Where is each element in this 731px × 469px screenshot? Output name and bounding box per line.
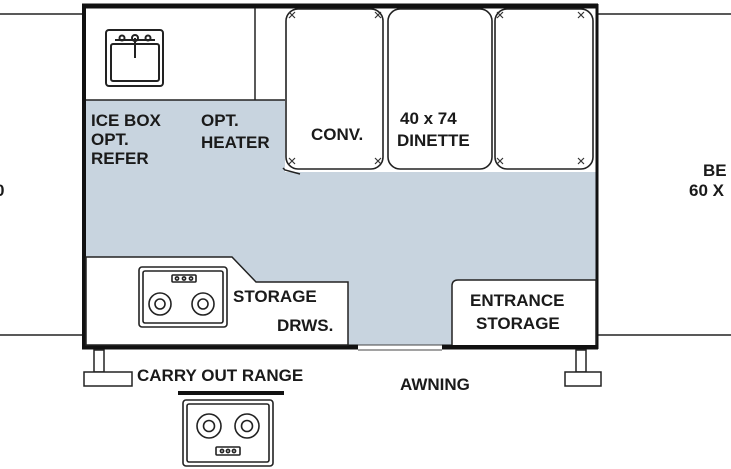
conv-label: CONV. [311, 125, 363, 144]
entrance-label: ENTRANCE [470, 291, 564, 310]
storage-label: STORAGE [233, 287, 317, 306]
left-bed-outline [0, 13, 84, 336]
entrance-storage-label: STORAGE [476, 314, 560, 333]
cushion-stitch-marks [288, 11, 585, 165]
dinette-cushion-center [387, 8, 493, 170]
awning-label: AWNING [400, 375, 470, 394]
ice-box-label-line1: ICE BOX [91, 111, 162, 130]
entrance-storage-cabinet [451, 279, 597, 345]
carry-out-range-label: CARRY OUT RANGE [137, 366, 303, 385]
galley-counter [86, 8, 285, 101]
carry-out-range-icon [182, 399, 274, 467]
heater-label-line1: OPT. [201, 111, 239, 130]
left-stabilizer [83, 349, 133, 387]
ice-box-label-line2: OPT. [91, 130, 129, 149]
entrance-door [358, 344, 442, 351]
left-bed-label-fragment: 0 [0, 181, 4, 200]
dinette-bench-ledge [282, 167, 301, 175]
right-bed-label-line2: 60 X [689, 181, 725, 200]
right-stabilizer [564, 349, 602, 387]
stove-icon [138, 266, 228, 328]
dinette-cushion-left [285, 8, 384, 170]
right-bed-label-line1: BE [703, 161, 727, 180]
dinette-size-label: 40 x 74 [400, 109, 457, 128]
dinette-cushion-right [494, 8, 594, 170]
heater-label-line2: HEATER [201, 133, 270, 152]
dinette-label: DINETTE [397, 131, 470, 150]
sink-icon [105, 29, 164, 87]
dinette-cushions [285, 8, 594, 170]
drawers-label: DRWS. [277, 316, 333, 335]
ice-box-label-line3: REFER [91, 149, 149, 168]
right-bed-outline [598, 13, 731, 336]
